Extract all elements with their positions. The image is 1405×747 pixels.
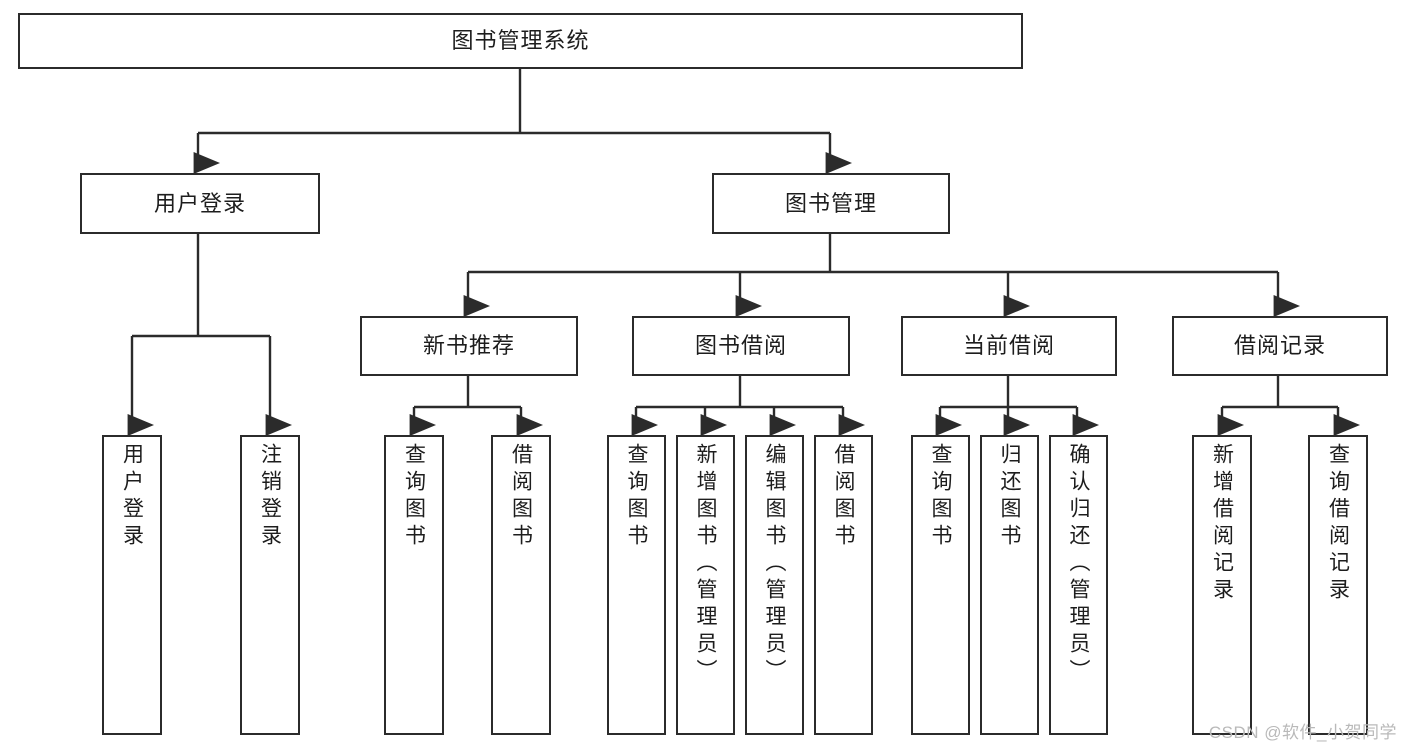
node-label: 用户登录 <box>153 190 246 216</box>
node-label: 归还图书 <box>998 443 1021 551</box>
node-book-management[interactable]: 图书管理 <box>712 173 950 234</box>
node-user-login[interactable]: 用户登录 <box>80 173 320 234</box>
node-label: 查询借阅记录 <box>1326 443 1350 605</box>
leaf-logout[interactable]: 注销登录 <box>240 435 300 735</box>
node-label: 图书借阅 <box>694 333 787 359</box>
node-label: 新书推荐 <box>422 333 515 359</box>
node-label: 图书管理 <box>784 190 877 216</box>
leaf-user-login[interactable]: 用户登录 <box>102 435 162 735</box>
node-label: 查询图书 <box>625 443 648 551</box>
node-label: 注销登录 <box>258 443 282 551</box>
node-current-borrow[interactable]: 当前借阅 <box>901 316 1117 376</box>
leaf-return-book[interactable]: 归还图书 <box>980 435 1039 735</box>
leaf-add-book-admin[interactable]: 新增图书（管理员） <box>676 435 735 735</box>
leaf-query-book-current[interactable]: 查询图书 <box>911 435 970 735</box>
node-label: 借阅记录 <box>1233 333 1326 359</box>
leaf-confirm-return-admin[interactable]: 确认归还（管理员） <box>1049 435 1108 735</box>
leaf-edit-book-admin[interactable]: 编辑图书（管理员） <box>745 435 804 735</box>
leaf-query-book-recommend[interactable]: 查询图书 <box>384 435 444 735</box>
node-label: 新增图书（管理员） <box>694 443 717 686</box>
node-label: 借阅图书 <box>832 443 855 551</box>
node-root[interactable]: 图书管理系统 <box>18 13 1023 69</box>
watermark: CSDN @软件_小贺同学 <box>1208 723 1397 742</box>
node-label: 用户登录 <box>120 443 144 551</box>
leaf-add-borrow-record[interactable]: 新增借阅记录 <box>1192 435 1252 735</box>
node-book-borrow[interactable]: 图书借阅 <box>632 316 850 376</box>
node-label: 当前借阅 <box>962 333 1055 359</box>
leaf-query-book[interactable]: 查询图书 <box>607 435 666 735</box>
node-borrow-records[interactable]: 借阅记录 <box>1172 316 1388 376</box>
node-label: 借阅图书 <box>509 443 533 551</box>
node-label: 新增借阅记录 <box>1210 443 1234 605</box>
node-new-book-recommend[interactable]: 新书推荐 <box>360 316 578 376</box>
node-label: 编辑图书（管理员） <box>763 443 786 686</box>
node-label: 查询图书 <box>402 443 426 551</box>
leaf-borrow-book-recommend[interactable]: 借阅图书 <box>491 435 551 735</box>
node-label: 图书管理系统 <box>451 28 590 54</box>
leaf-query-borrow-record[interactable]: 查询借阅记录 <box>1308 435 1368 735</box>
node-label: 确认归还（管理员） <box>1067 443 1090 686</box>
leaf-borrow-book[interactable]: 借阅图书 <box>814 435 873 735</box>
node-label: 查询图书 <box>929 443 952 551</box>
